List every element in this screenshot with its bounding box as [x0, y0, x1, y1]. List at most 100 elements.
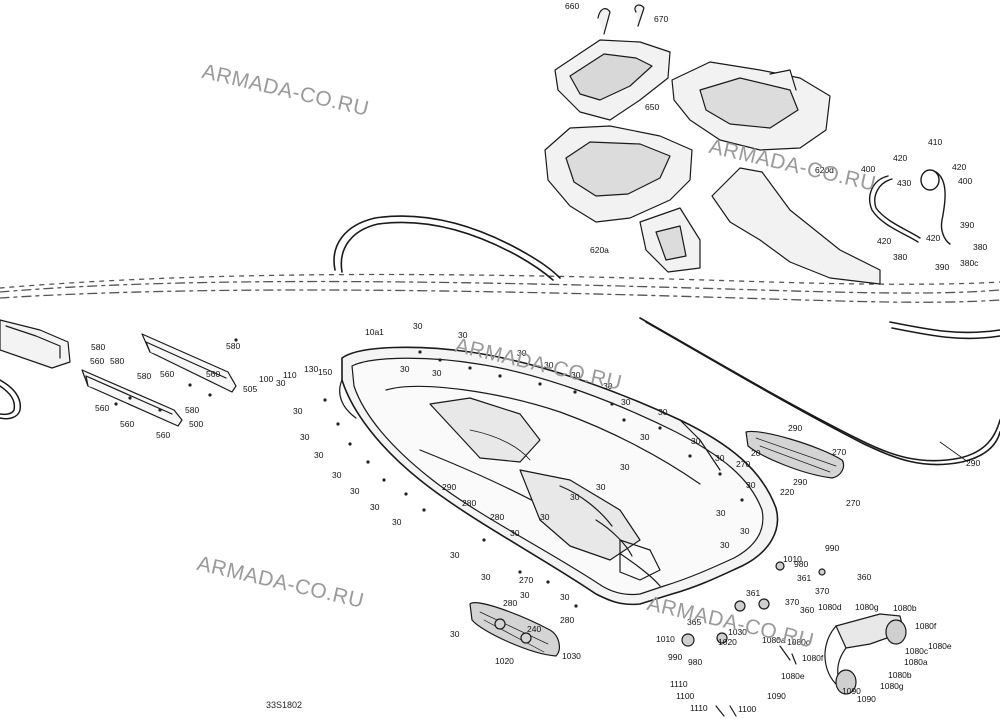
fasteners [681, 561, 826, 717]
callout-label: 30 [458, 330, 468, 340]
callout-label: 290 [788, 423, 802, 433]
callout-label: 1010 [783, 554, 802, 564]
callout-label: 30 [746, 480, 756, 490]
vent-panel-220 [745, 430, 845, 479]
callout-label: 30 [560, 592, 570, 602]
callout-label: 1020 [718, 637, 737, 647]
callout-label: 1080e [781, 671, 805, 681]
callout-label: 560 [90, 356, 104, 366]
callout-label: 20 [751, 448, 761, 458]
callout-label: 30 [517, 348, 527, 358]
left-bracket [0, 319, 71, 369]
callout-label: 1090 [857, 694, 876, 704]
callout-label: 400 [861, 164, 875, 174]
deck-outline-band [0, 273, 1000, 303]
callout-label: 1080g [880, 681, 904, 691]
callout-label: 30 [276, 378, 286, 388]
callout-label: 1100 [676, 691, 695, 701]
callout-label: 650 [645, 102, 659, 112]
callout-label: 110 [283, 370, 297, 380]
drain-hose-400 [869, 169, 951, 245]
callout-label: 30 [314, 450, 324, 460]
callout-label: 1080a [762, 635, 786, 645]
callout-label: 30 [596, 482, 606, 492]
callout-label: 240 [527, 624, 541, 634]
storage-tray-650 [554, 4, 671, 121]
callout-label: 390 [935, 262, 949, 272]
callout-label: 150 [318, 367, 332, 377]
callout-label: 410 [928, 137, 942, 147]
callout-label: 400 [958, 176, 972, 186]
callout-label: 560 [206, 369, 220, 379]
callout-label: 980 [794, 559, 808, 569]
callout-label: 580 [110, 356, 124, 366]
callout-label: 560 [95, 403, 109, 413]
callout-label: 30 [716, 508, 726, 518]
callout-label: 30 [540, 512, 550, 522]
callout-label: 30 [640, 432, 650, 442]
callout-label: 990 [825, 543, 839, 553]
callout-label: 30 [432, 368, 442, 378]
callout-label: 30 [603, 381, 613, 391]
callout-label: 1080f [802, 653, 824, 663]
callout-label: 1110 [670, 679, 688, 689]
angle-plate-500 [81, 369, 183, 427]
callout-label: 380 [973, 242, 987, 252]
storage-bin-620d [671, 61, 831, 151]
callout-label: 1090 [842, 686, 861, 696]
upper-trim-strip [333, 215, 561, 281]
callout-label: 990 [668, 652, 682, 662]
callout-label: 30 [621, 397, 631, 407]
screw-dots [114, 338, 744, 608]
callout-label: 30 [450, 550, 460, 560]
callout-label: 580 [91, 342, 105, 352]
callout-label: 1100 [738, 704, 757, 714]
callout-label: 10a1 [365, 327, 384, 337]
callout-label: 30 [293, 406, 303, 416]
callout-label: 500 [189, 419, 203, 429]
callout-label: 1110 [690, 703, 708, 713]
callout-label: 1030 [562, 651, 581, 661]
callout-label: 220 [780, 487, 794, 497]
callout-label: 1080c [787, 637, 811, 647]
callout-label: 370 [815, 586, 829, 596]
callout-label: 280 [560, 615, 574, 625]
callout-label: 290 [442, 482, 456, 492]
storage-duct [639, 167, 881, 285]
callout-label: 30 [620, 462, 630, 472]
callout-label: 420 [877, 236, 891, 246]
callout-label: 30 [520, 590, 530, 600]
callout-label: 360 [800, 605, 814, 615]
callout-label: 580 [137, 371, 151, 381]
callout-label: 30 [571, 370, 581, 380]
callout-label: 560 [160, 369, 174, 379]
vent-panel-240 [469, 602, 560, 657]
callout-label: 380 [893, 252, 907, 262]
callout-labels: 660 670 650 620a 620d 410 420 420 400 40… [90, 1, 987, 714]
callout-label: 620d [815, 165, 834, 175]
callout-label: 280 [490, 512, 504, 522]
callout-label: 365 [687, 617, 701, 627]
callout-label: 660 [565, 1, 579, 11]
callout-label: 30 [740, 526, 750, 536]
callout-label: 280 [462, 498, 476, 508]
callout-label: 420 [893, 153, 907, 163]
left-edge-strip [0, 379, 22, 420]
callout-label: 30 [413, 321, 423, 331]
callout-label: 361 [746, 588, 760, 598]
callout-label: 270 [519, 575, 533, 585]
callout-label: 30 [400, 364, 410, 374]
callout-label: 30 [332, 470, 342, 480]
callout-label: 1080f [915, 621, 937, 631]
callout-label: 30 [691, 436, 701, 446]
callout-label: 1030 [728, 627, 747, 637]
callout-label: 1080g [855, 602, 879, 612]
callout-label: 670 [654, 14, 668, 24]
callout-label: 390 [960, 220, 974, 230]
callout-label: 30 [658, 407, 668, 417]
callout-label: 30 [370, 502, 380, 512]
callout-label: 620a [590, 245, 609, 255]
callout-label: 270 [736, 459, 750, 469]
callout-label: 1080b [888, 670, 912, 680]
